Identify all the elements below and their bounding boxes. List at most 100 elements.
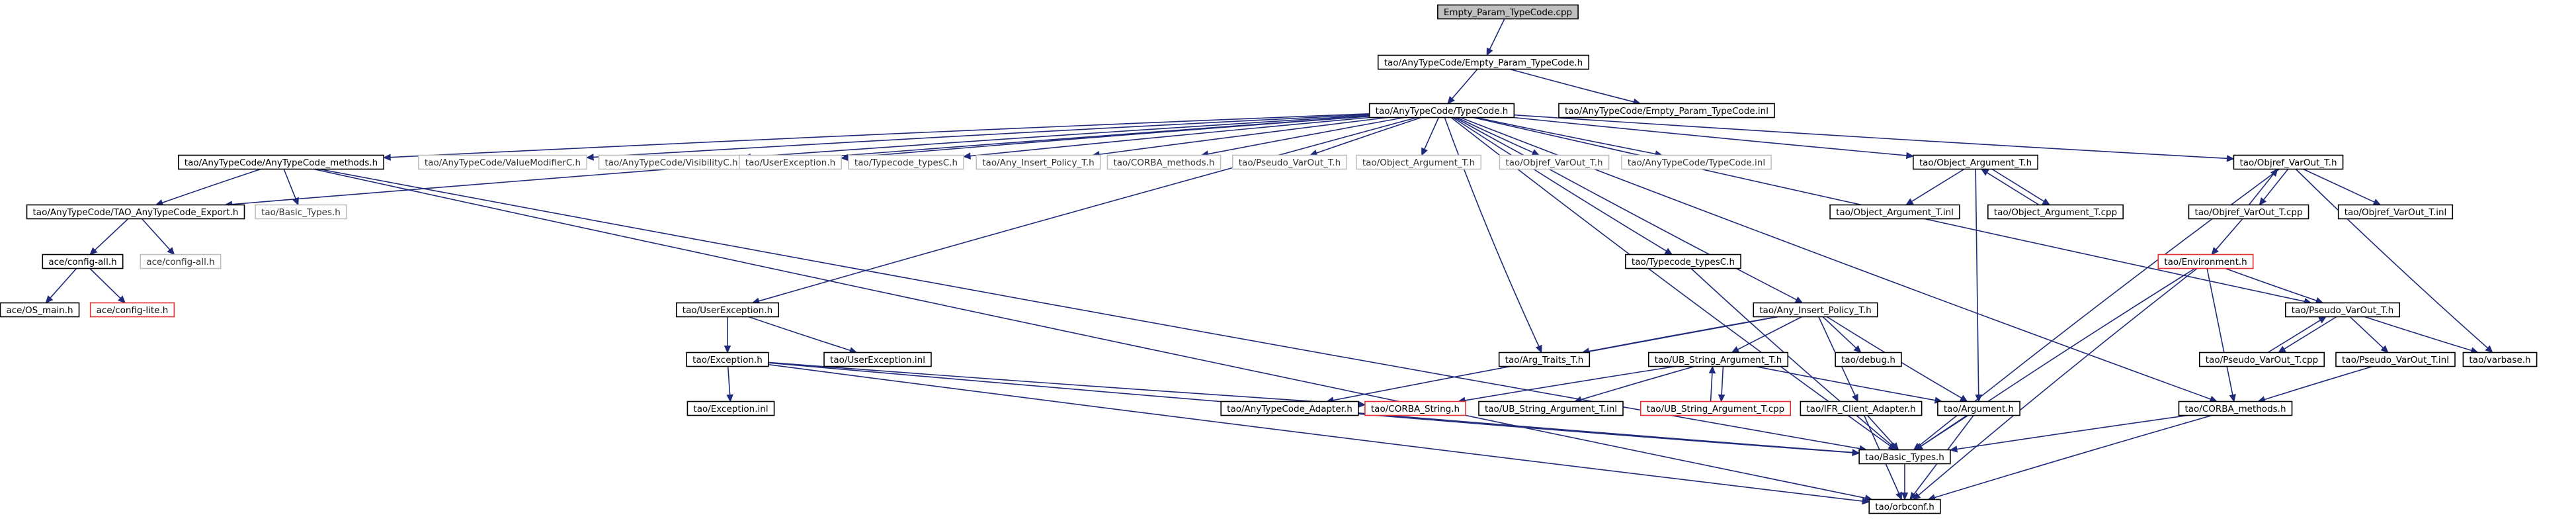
node-box	[2178, 401, 2293, 416]
node-oa-h[interactable]: tao/Object_Argument_T.h	[1913, 154, 2038, 170]
edge-tcm-h-to-basic-g	[283, 169, 296, 199]
node-exc-inl[interactable]: tao/Exception.inl	[686, 401, 775, 416]
node-ovo-inl[interactable]: tao/Objref_VarOut_T.inl	[2337, 204, 2454, 220]
node-atc-adapter[interactable]: tao/AnyTypeCode_Adapter.h	[1220, 401, 1359, 416]
node-corbam-g[interactable]: tao/CORBA_methods.h	[1106, 154, 1222, 170]
arrowhead	[2318, 316, 2327, 324]
node-ifr-adapter[interactable]: tao/IFR_Client_Adapter.h	[1800, 401, 1923, 416]
edge-tc-h-to-aip-h	[1454, 117, 1797, 301]
arrowhead	[1664, 248, 1673, 256]
arrowhead	[1862, 497, 1870, 505]
edge-corbam-h-to-orbconf	[1934, 414, 2212, 498]
node-oa-g[interactable]: tao/Object_Argument_T.h	[1356, 154, 1481, 170]
node-ovo-h[interactable]: tao/Objref_VarOut_T.h	[2233, 154, 2344, 170]
node-export-h[interactable]: tao/AnyTypeCode/TAO_AnyTypeCode_Export.h	[26, 204, 245, 220]
edge-tc-h-to-vmc-h	[593, 114, 1370, 158]
node-ovo-cpp[interactable]: tao/Objref_VarOut_T.cpp	[2188, 204, 2309, 220]
node-label: tao/Objref_VarOut_T.cpp	[2194, 207, 2302, 218]
node-box	[1368, 103, 1515, 118]
node-label: ace/config-lite.h	[97, 305, 169, 316]
node-label: tao/Pseudo_VarOut_T.h	[1239, 158, 1341, 168]
node-tctypes-h[interactable]: tao/Typecode_typesC.h	[1625, 254, 1741, 269]
node-ep-h[interactable]: tao/AnyTypeCode/Empty_Param_TypeCode.h	[1377, 54, 1590, 70]
node-basic-g[interactable]: tao/Basic_Types.h	[255, 204, 347, 220]
node-aip-g[interactable]: tao/Any_Insert_Policy_T.h	[976, 154, 1101, 170]
node-env-h[interactable]: tao/Environment.h	[2157, 254, 2254, 269]
node-cfg-all-g[interactable]: ace/config-all.h	[140, 254, 222, 269]
arrowhead	[1959, 395, 1968, 402]
node-corba-str[interactable]: tao/CORBA_String.h	[1364, 401, 1466, 416]
node-label: tao/Typecode_typesC.h	[1632, 257, 1735, 267]
node-argument-h[interactable]: tao/Argument.h	[1937, 401, 2020, 416]
node-label: tao/Exception.inl	[693, 404, 768, 414]
node-label: tao/AnyTypeCode/ValueModifierC.h	[425, 158, 581, 168]
node-pvo-g[interactable]: tao/Pseudo_VarOut_T.h	[1231, 154, 1348, 170]
edge-env-h-to-pvo-h	[2225, 267, 2317, 301]
node-orbconf[interactable]: tao/orbconf.h	[1868, 498, 1941, 514]
node-tc-inl[interactable]: tao/AnyTypeCode/TypeCode.inl	[1621, 154, 1772, 170]
node-oa-inl[interactable]: tao/Object_Argument_T.inl	[1829, 204, 1960, 220]
node-corbam-h[interactable]: tao/CORBA_methods.h	[2178, 401, 2293, 416]
node-ubs-inl[interactable]: tao/UB_String_Argument_T.inl	[1478, 401, 1624, 416]
node-aip-h[interactable]: tao/Any_Insert_Policy_T.h	[1753, 302, 1878, 318]
node-vmc-h[interactable]: tao/AnyTypeCode/ValueModifierC.h	[418, 154, 587, 170]
node-box	[1377, 54, 1590, 70]
node-label: tao/Object_Argument_T.inl	[1836, 207, 1954, 218]
node-cfg-all[interactable]: ace/config-all.h	[42, 254, 124, 269]
node-tc-h[interactable]: tao/AnyTypeCode/TypeCode.h	[1368, 103, 1515, 118]
arrowhead	[2485, 345, 2493, 354]
node-box	[1937, 401, 2020, 416]
arrowhead	[2211, 247, 2219, 256]
node-varbase[interactable]: tao/varbase.h	[2462, 352, 2538, 367]
node-box	[1220, 401, 1359, 416]
edge-tc-h-to-tctypes-h	[1452, 117, 1667, 252]
arrowhead	[1358, 401, 1366, 408]
node-pvo-inl[interactable]: tao/Pseudo_VarOut_T.inl	[2335, 352, 2456, 367]
edge-tc-h-to-corbam-g	[1208, 117, 1405, 155]
node-os-main[interactable]: ace/OS_main.h	[0, 302, 80, 318]
node-ubs-cpp[interactable]: tao/UB_String_Argument_T.cpp	[1640, 401, 1792, 416]
node-root[interactable]: Empty_Param_TypeCode.cpp	[1437, 4, 1579, 20]
node-label: tao/orbconf.h	[1875, 502, 1934, 512]
node-box	[1647, 352, 1789, 367]
node-box	[848, 154, 964, 170]
node-box	[1800, 401, 1923, 416]
node-label: ace/config-all.h	[146, 257, 214, 267]
node-basic-h[interactable]: tao/Basic_Types.h	[1858, 449, 1951, 465]
node-label: tao/Objref_VarOut_T.h	[1505, 158, 1602, 168]
edge-oa-cpp-to-oa-h	[1987, 172, 2040, 206]
node-ubs-h[interactable]: tao/UB_String_Argument_T.h	[1647, 352, 1789, 367]
node-argtr-h[interactable]: tao/Arg_Traits_T.h	[1498, 352, 1591, 367]
node-ue-h-g[interactable]: tao/UserException.h	[738, 154, 843, 170]
edge-ubs-h-to-ubs-cpp	[1721, 366, 1724, 395]
edge-ubs-h-to-ubs-inl	[1581, 365, 1695, 401]
node-pvo-h[interactable]: tao/Pseudo_VarOut_T.h	[2284, 302, 2401, 318]
node-pvo-cpp[interactable]: tao/Pseudo_VarOut_T.cpp	[2198, 352, 2325, 367]
arrowhead	[1718, 394, 1725, 402]
node-oa-cpp[interactable]: tao/Object_Argument_T.cpp	[1987, 204, 2124, 220]
node-tcm-h[interactable]: tao/AnyTypeCode/AnyTypeCode_methods.h	[178, 154, 384, 170]
edge-ubs-cpp-to-ubs-h	[1710, 373, 1713, 402]
edge-env-h-to-corbam-h	[2206, 268, 2233, 395]
node-label: tao/Exception.h	[692, 355, 763, 365]
arrowhead	[2226, 155, 2235, 162]
arrowhead	[962, 152, 972, 160]
node-label: tao/Basic_Types.h	[1865, 452, 1944, 463]
node-box	[178, 154, 384, 170]
node-ep-inl[interactable]: tao/AnyTypeCode/Empty_Param_TypeCode.inl	[1558, 103, 1775, 118]
node-ue-h[interactable]: tao/UserException.h	[675, 302, 780, 318]
node-visc-h[interactable]: tao/AnyTypeCode/VisibilityC.h	[598, 154, 745, 170]
node-cfg-lite[interactable]: ace/config-lite.h	[89, 302, 175, 318]
node-ue-inl[interactable]: tao/UserException.inl	[823, 352, 932, 367]
node-label: tao/Pseudo_VarOut_T.inl	[2342, 355, 2449, 365]
node-debug-h[interactable]: tao/debug.h	[1835, 352, 1902, 367]
edge-tc-h-to-pvo-g	[1316, 117, 1422, 154]
node-ovo-g[interactable]: tao/Objref_VarOut_T.h	[1499, 154, 1610, 170]
node-label: tao/Argument.h	[1944, 404, 2014, 414]
edge-tc-h-to-aip-g	[1099, 117, 1388, 156]
node-box	[1364, 401, 1466, 416]
node-exc-h[interactable]: tao/Exception.h	[686, 352, 769, 367]
node-tctypes-g[interactable]: tao/Typecode_typesC.h	[848, 154, 964, 170]
node-box	[738, 154, 843, 170]
node-label: tao/Object_Argument_T.cpp	[1994, 207, 2117, 218]
